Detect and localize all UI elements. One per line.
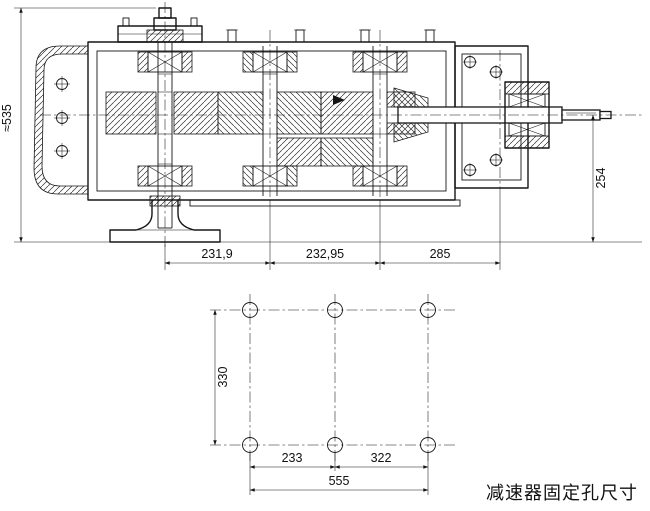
dimension-hole-spans: 233 322 555 (249, 451, 429, 495)
mounting-hole-diagram (210, 294, 458, 461)
dim-span-total-label: 555 (329, 474, 350, 488)
intermediate-shafts (262, 46, 388, 196)
dim-center-distance-3-label: 285 (430, 247, 451, 261)
bearing-seats (137, 51, 408, 187)
drawing-caption: 减速器固定孔尺寸 (486, 483, 638, 503)
housing-bolts (54, 55, 503, 177)
dim-span-left-label: 233 (282, 451, 303, 465)
dim-center-distance-1-label: 231,9 (201, 247, 232, 261)
dimension-output-axis-height: 254 (591, 114, 608, 243)
cover-bolts (122, 17, 436, 43)
dim-output-axis-label: 254 (594, 168, 608, 189)
dim-overall-height-label: ≈535 (0, 104, 14, 132)
dim-row-spacing-label: 330 (216, 367, 230, 388)
dim-span-right-label: 322 (371, 451, 392, 465)
dim-center-distance-2-label: 232,95 (306, 247, 344, 261)
dimension-hole-row-spacing: 330 (213, 309, 230, 446)
dimension-center-distances: 231,9 232,95 285 (164, 195, 501, 270)
bevel-apex-mark (333, 95, 345, 105)
dimension-overall-height: ≈535 (0, 7, 642, 243)
gear-sections (105, 87, 429, 167)
centerlines (40, 2, 644, 248)
